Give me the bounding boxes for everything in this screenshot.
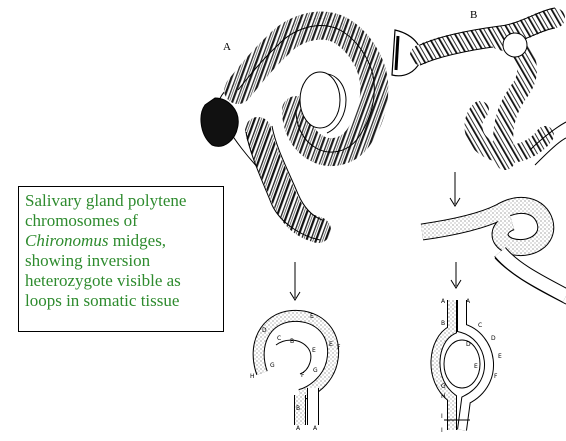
caption-line-1: Salivary gland polytene (25, 191, 217, 211)
caption-line-2: chromosomes of (25, 211, 217, 231)
panel-b-label: B (470, 9, 477, 21)
band-letter-b-2: A (466, 298, 471, 305)
band-letter-b-6: E (498, 353, 502, 360)
band-letter-a-9: H (250, 373, 255, 380)
caption-line-6: loops in somatic tissue (25, 291, 217, 311)
inversion-loop-schematic-a: D E C B E F E G H F G B A A (250, 313, 341, 432)
band-letter-a-1: D (262, 327, 267, 334)
band-letter-b-10: G (441, 383, 446, 390)
arrow-a-down (290, 262, 300, 300)
caption-line-4: showing inversion (25, 251, 217, 271)
caption-box: Salivary gland polytene chromosomes of C… (18, 186, 224, 332)
band-letter-a-2: E (310, 313, 314, 320)
band-letter-b-12: I (441, 413, 443, 420)
band-letter-a-3: C (277, 335, 281, 342)
band-letter-a-8: G (270, 362, 275, 369)
band-letter-b-7: F (494, 373, 498, 380)
band-letter-b-1: A (441, 298, 446, 305)
arrow-b-down-2 (451, 262, 461, 288)
band-letter-a-11: G (313, 367, 318, 374)
band-letter-b-5: D (491, 335, 496, 342)
arrow-b-down (450, 172, 460, 206)
caption-line-3: Chironomus midges, (25, 231, 217, 251)
band-letter-a-14: A (313, 425, 318, 432)
inversion-loop-schematic-b: A A B C D E F E D G H I I (435, 298, 502, 434)
caption-line-5: heterozygote visible as (25, 271, 217, 291)
band-letter-b-13: I (441, 427, 443, 434)
caption-genus: Chironomus (25, 231, 108, 250)
band-letter-b-8: E (474, 363, 478, 370)
band-letter-a-6: F (337, 344, 341, 351)
band-letter-b-9: D (466, 341, 471, 348)
band-letter-b-3: B (441, 320, 445, 327)
band-letter-a-4: B (290, 338, 294, 345)
band-letter-b-4: C (478, 322, 482, 329)
band-letter-a-7: E (329, 341, 333, 348)
band-letter-b-11: H (441, 393, 446, 400)
chromosome-b-drawing (392, 8, 566, 165)
band-letter-a-12: B (296, 405, 300, 412)
band-letter-a-13: A (296, 425, 301, 432)
inversion-strand-schematic (422, 205, 566, 304)
caption-line-3-rest: midges, (108, 231, 166, 250)
band-letter-a-10: F (301, 372, 305, 379)
band-letter-a-5: E (312, 347, 316, 354)
panel-a-label: A (223, 41, 231, 53)
